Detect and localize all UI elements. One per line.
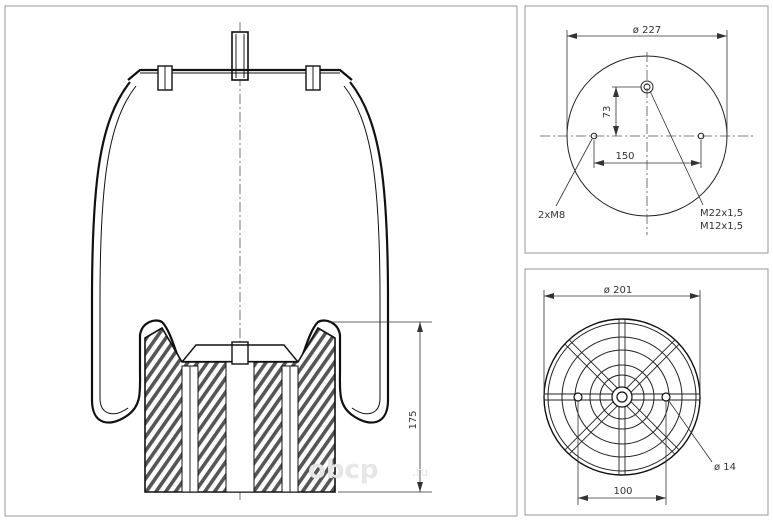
bottom-ring-outer	[561, 336, 683, 458]
top-view-frame	[524, 5, 769, 254]
bottom-ring-mid	[589, 364, 655, 430]
bottom-hole-left	[573, 392, 583, 402]
offset-label: 73	[602, 106, 613, 119]
side-view: 175 obcp .ru	[90, 22, 432, 500]
bottom-view-frame	[524, 268, 769, 516]
bolt-thread-label: 2xM8	[538, 210, 565, 221]
piston-center-nut	[231, 341, 249, 365]
watermark-brand: obcp	[308, 455, 379, 485]
bolt-spacing-label: 150	[615, 151, 634, 162]
bolt-hole-right	[697, 132, 705, 140]
top-view: ø 227 73 150 2xM8 M22x1,5 M12x1,5	[538, 25, 755, 235]
stud-thread-label-2: M12x1,5	[700, 221, 743, 232]
height-label: 175	[408, 410, 419, 429]
bottom-hole-label: ø 14	[714, 462, 736, 473]
bottom-spacing-label: 100	[613, 486, 632, 497]
bottom-diameter-label: ø 201	[604, 285, 632, 296]
piston-center-bore	[225, 361, 255, 493]
side-view-frame	[4, 5, 518, 517]
top-plate	[127, 68, 353, 81]
stud-thread-label-1: M22x1,5	[700, 208, 743, 219]
top-diameter-label: ø 227	[633, 25, 661, 36]
bottom-view: ø 201 100 ø 14	[543, 285, 736, 505]
bolt-hole-left	[590, 132, 598, 140]
watermark-suffix: .ru	[412, 465, 428, 479]
bottom-hole-right	[661, 392, 671, 402]
